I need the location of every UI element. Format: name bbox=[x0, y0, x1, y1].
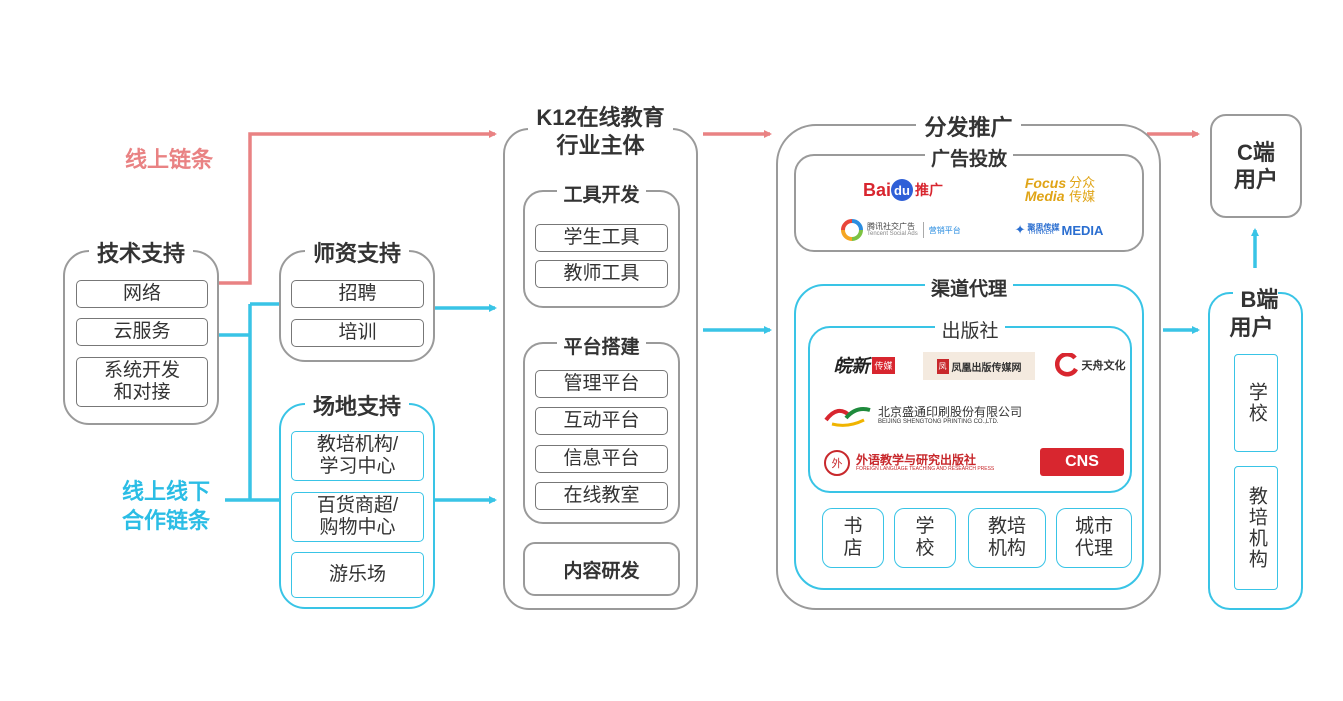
recruit-item: 招聘 bbox=[291, 280, 424, 308]
k12-title-line1: K12在线教育 bbox=[528, 105, 673, 130]
online-classroom-item: 在线教室 bbox=[535, 482, 668, 510]
baidu-logo-text-c: 推广 bbox=[915, 182, 943, 198]
wanxin-media-logo: 皖新 传媒 bbox=[824, 350, 904, 380]
channel-group: 渠道代理 出版社 皖新 传媒 凤 凤凰出版传媒网 天舟文化 bbox=[794, 279, 1144, 590]
b-user-title: B端 用户 bbox=[1210, 286, 1301, 341]
amusement-park-item: 游乐场 bbox=[291, 552, 424, 598]
tencent-logo-text-a: 腾讯社交广告 bbox=[867, 221, 915, 231]
education-center-item: 教培机构/ 学习中心 bbox=[291, 431, 424, 481]
channel-title: 渠道代理 bbox=[796, 274, 1142, 301]
teacher-support-title: 师资支持 bbox=[281, 236, 433, 268]
shengtong-logo-text-a: 北京盛通印刷股份有限公司 bbox=[878, 405, 1023, 420]
focus-logo-text-c: 分众 bbox=[1069, 175, 1096, 191]
tech-support-title: 技术支持 bbox=[65, 236, 217, 268]
focus-logo-text-b: Media bbox=[1024, 188, 1065, 204]
baidu-logo-text-a: Bai bbox=[862, 179, 891, 200]
fltrp-seal-icon: 外 bbox=[824, 450, 850, 476]
cns-logo: CNS bbox=[1040, 448, 1124, 476]
phoenix-logo: 凤 凤凰出版传媒网 bbox=[923, 352, 1035, 380]
shengtong-icon bbox=[824, 407, 871, 427]
k12-main-group: K12在线教育 行业主体 工具开发 学生工具 教师工具 平台搭建 管理平台 互动… bbox=[503, 105, 698, 610]
phoenix-logo-text: 凤凰出版传媒网 bbox=[951, 362, 1022, 374]
wanxin-logo-text-a: 皖新 bbox=[833, 356, 870, 377]
network-item: 网络 bbox=[76, 280, 208, 308]
baidu-logo: Bai du 推广 bbox=[848, 176, 958, 204]
tianzhou-logo-text: 天舟文化 bbox=[1081, 360, 1126, 372]
b-user-education-agency-item: 教培机构 bbox=[1234, 466, 1278, 590]
publisher-group: 出版社 皖新 传媒 凤 凤凰出版传媒网 天舟文化 bbox=[808, 321, 1132, 493]
bookstore-item: 书 店 bbox=[822, 508, 884, 568]
education-agency-item: 教培 机构 bbox=[968, 508, 1046, 568]
phoenix-icon: 凤 bbox=[936, 358, 949, 374]
management-platform-item: 管理平台 bbox=[535, 370, 668, 398]
online-chain-label: 线上链条 bbox=[125, 147, 214, 172]
tianzhou-logo: 天舟文化 bbox=[1048, 350, 1132, 380]
online-offline-label-line2: 合作链条 bbox=[122, 507, 211, 533]
k12-title-line2: 行业主体 bbox=[548, 132, 653, 158]
online-offline-label-line1: 线上线下 bbox=[122, 479, 211, 504]
training-item: 培训 bbox=[291, 319, 424, 347]
tencent-logo-text-c: 营销平台 bbox=[928, 225, 961, 235]
distribution-title: 分发推广 bbox=[778, 110, 1159, 142]
publisher-title: 出版社 bbox=[810, 316, 1130, 343]
teacher-tool-item: 教师工具 bbox=[535, 260, 668, 288]
distribution-group: 分发推广 广告投放 Bai du 推广 Focus Media 分众 传媒 bbox=[776, 115, 1161, 610]
focus-media-logo: Focus Media 分众 传媒 bbox=[1010, 172, 1110, 208]
thinker-star-icon: ✦ bbox=[1014, 222, 1026, 237]
fltrp-logo-text-a: 外语教学与研究出版社 bbox=[856, 452, 977, 467]
info-platform-item: 信息平台 bbox=[535, 445, 668, 473]
online-chain-line bbox=[218, 130, 497, 285]
focus-logo-text-d: 传媒 bbox=[1069, 189, 1096, 204]
school-item: 学 校 bbox=[894, 508, 956, 568]
cloud-service-item: 云服务 bbox=[76, 318, 208, 346]
thinker-logo-text-b: THINKER bbox=[1027, 229, 1054, 236]
thinker-media-logo: ✦ 聚思传媒 THINKER MEDIA bbox=[1004, 218, 1114, 242]
fltrp-logo-text-b: FOREIGN LANGUAGE TEACHING AND RESEARCH P… bbox=[856, 465, 995, 472]
online-offline-chain-label: 线上线下 合作链条 bbox=[122, 478, 210, 535]
b-user-group: B端 用户 学校 教培机构 bbox=[1208, 287, 1303, 610]
tool-dev-title: 工具开发 bbox=[525, 180, 678, 207]
wanxin-logo-text-b: 传媒 bbox=[872, 356, 895, 374]
baidu-paw-icon: du bbox=[891, 179, 913, 201]
venue-support-title: 场地支持 bbox=[281, 389, 433, 421]
c-user-box: C端 用户 bbox=[1210, 114, 1302, 218]
ads-group: 广告投放 Bai du 推广 Focus Media 分众 传媒 bbox=[794, 149, 1144, 252]
shengtong-logo: 北京盛通印刷股份有限公司 BEIJING SHENGTONG PRINTING … bbox=[824, 400, 1074, 432]
tianzhou-icon bbox=[1054, 353, 1078, 377]
tencent-ads-icon bbox=[841, 219, 863, 241]
tencent-logo-text-b: Tencent Social Ads bbox=[867, 231, 918, 238]
shengtong-logo-text-b: BEIJING SHENGTONG PRINTING CO.,LTD. bbox=[878, 419, 999, 426]
interactive-platform-item: 互动平台 bbox=[535, 407, 668, 435]
platform-group: 平台搭建 管理平台 互动平台 信息平台 在线教室 bbox=[523, 337, 680, 524]
k12-title: K12在线教育 行业主体 bbox=[505, 104, 696, 159]
content-dev-box: 内容研发 bbox=[523, 542, 680, 596]
thinker-logo-text-a: 聚思传媒 bbox=[1027, 222, 1060, 232]
fltrp-logo: 外 外语教学与研究出版社 FOREIGN LANGUAGE TEACHING A… bbox=[824, 446, 1036, 480]
tech-support-group: 技术支持 网络 云服务 系统开发 和对接 bbox=[63, 241, 219, 425]
tool-dev-group: 工具开发 学生工具 教师工具 bbox=[523, 185, 680, 308]
city-agent-item: 城市 代理 bbox=[1056, 508, 1132, 568]
platform-title: 平台搭建 bbox=[525, 332, 678, 359]
teacher-support-group: 师资支持 招聘 培训 bbox=[279, 241, 435, 362]
tencent-ads-logo: 腾讯社交广告 Tencent Social Ads 营销平台 bbox=[841, 216, 971, 244]
focus-logo-text-a: Focus bbox=[1024, 174, 1067, 191]
mall-item: 百货商超/ 购物中心 bbox=[291, 492, 424, 542]
venue-support-group: 场地支持 教培机构/ 学习中心 百货商超/ 购物中心 游乐场 bbox=[279, 394, 435, 609]
cns-logo-text: CNS bbox=[1065, 453, 1099, 470]
system-dev-item: 系统开发 和对接 bbox=[76, 357, 208, 407]
b-user-school-item: 学校 bbox=[1234, 354, 1278, 452]
student-tool-item: 学生工具 bbox=[535, 224, 668, 252]
ads-title: 广告投放 bbox=[796, 144, 1142, 171]
thinker-logo-text-c: MEDIA bbox=[1061, 222, 1104, 238]
